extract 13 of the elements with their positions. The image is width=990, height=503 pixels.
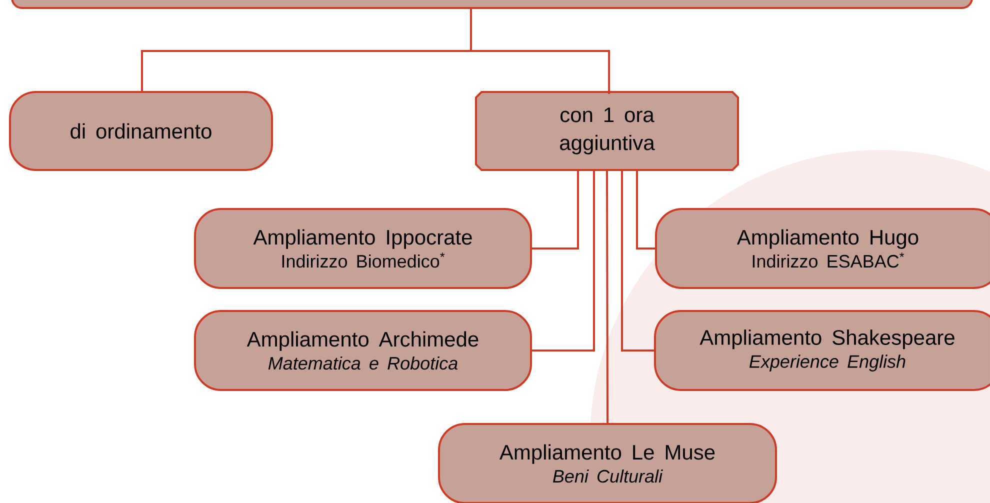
header-box: [11, 0, 973, 9]
rounded-box: Ampliamento Ippocrate Indirizzo Biomedico$^{*}$: [194, 208, 532, 289]
rounded-box: Ampliamento Hugo Indirizzo ESABAC$^{*}$: [655, 208, 990, 289]
rounded-box: Ampliamento Archimede Matematica e Robotica: [194, 310, 532, 391]
rounded-box: Ampliamento Le Muse Beni Culturali: [438, 423, 777, 503]
connector-line: [606, 171, 608, 423]
connector-line: [532, 171, 579, 250]
connector-line: [470, 9, 610, 94]
connector-line: [621, 171, 654, 352]
rounded-box: di ordinamento: [9, 91, 273, 171]
connector-line: [532, 171, 595, 352]
connector-line: [636, 171, 655, 250]
rounded-box: Ampliamento Shakespeare Experience English: [654, 310, 990, 391]
